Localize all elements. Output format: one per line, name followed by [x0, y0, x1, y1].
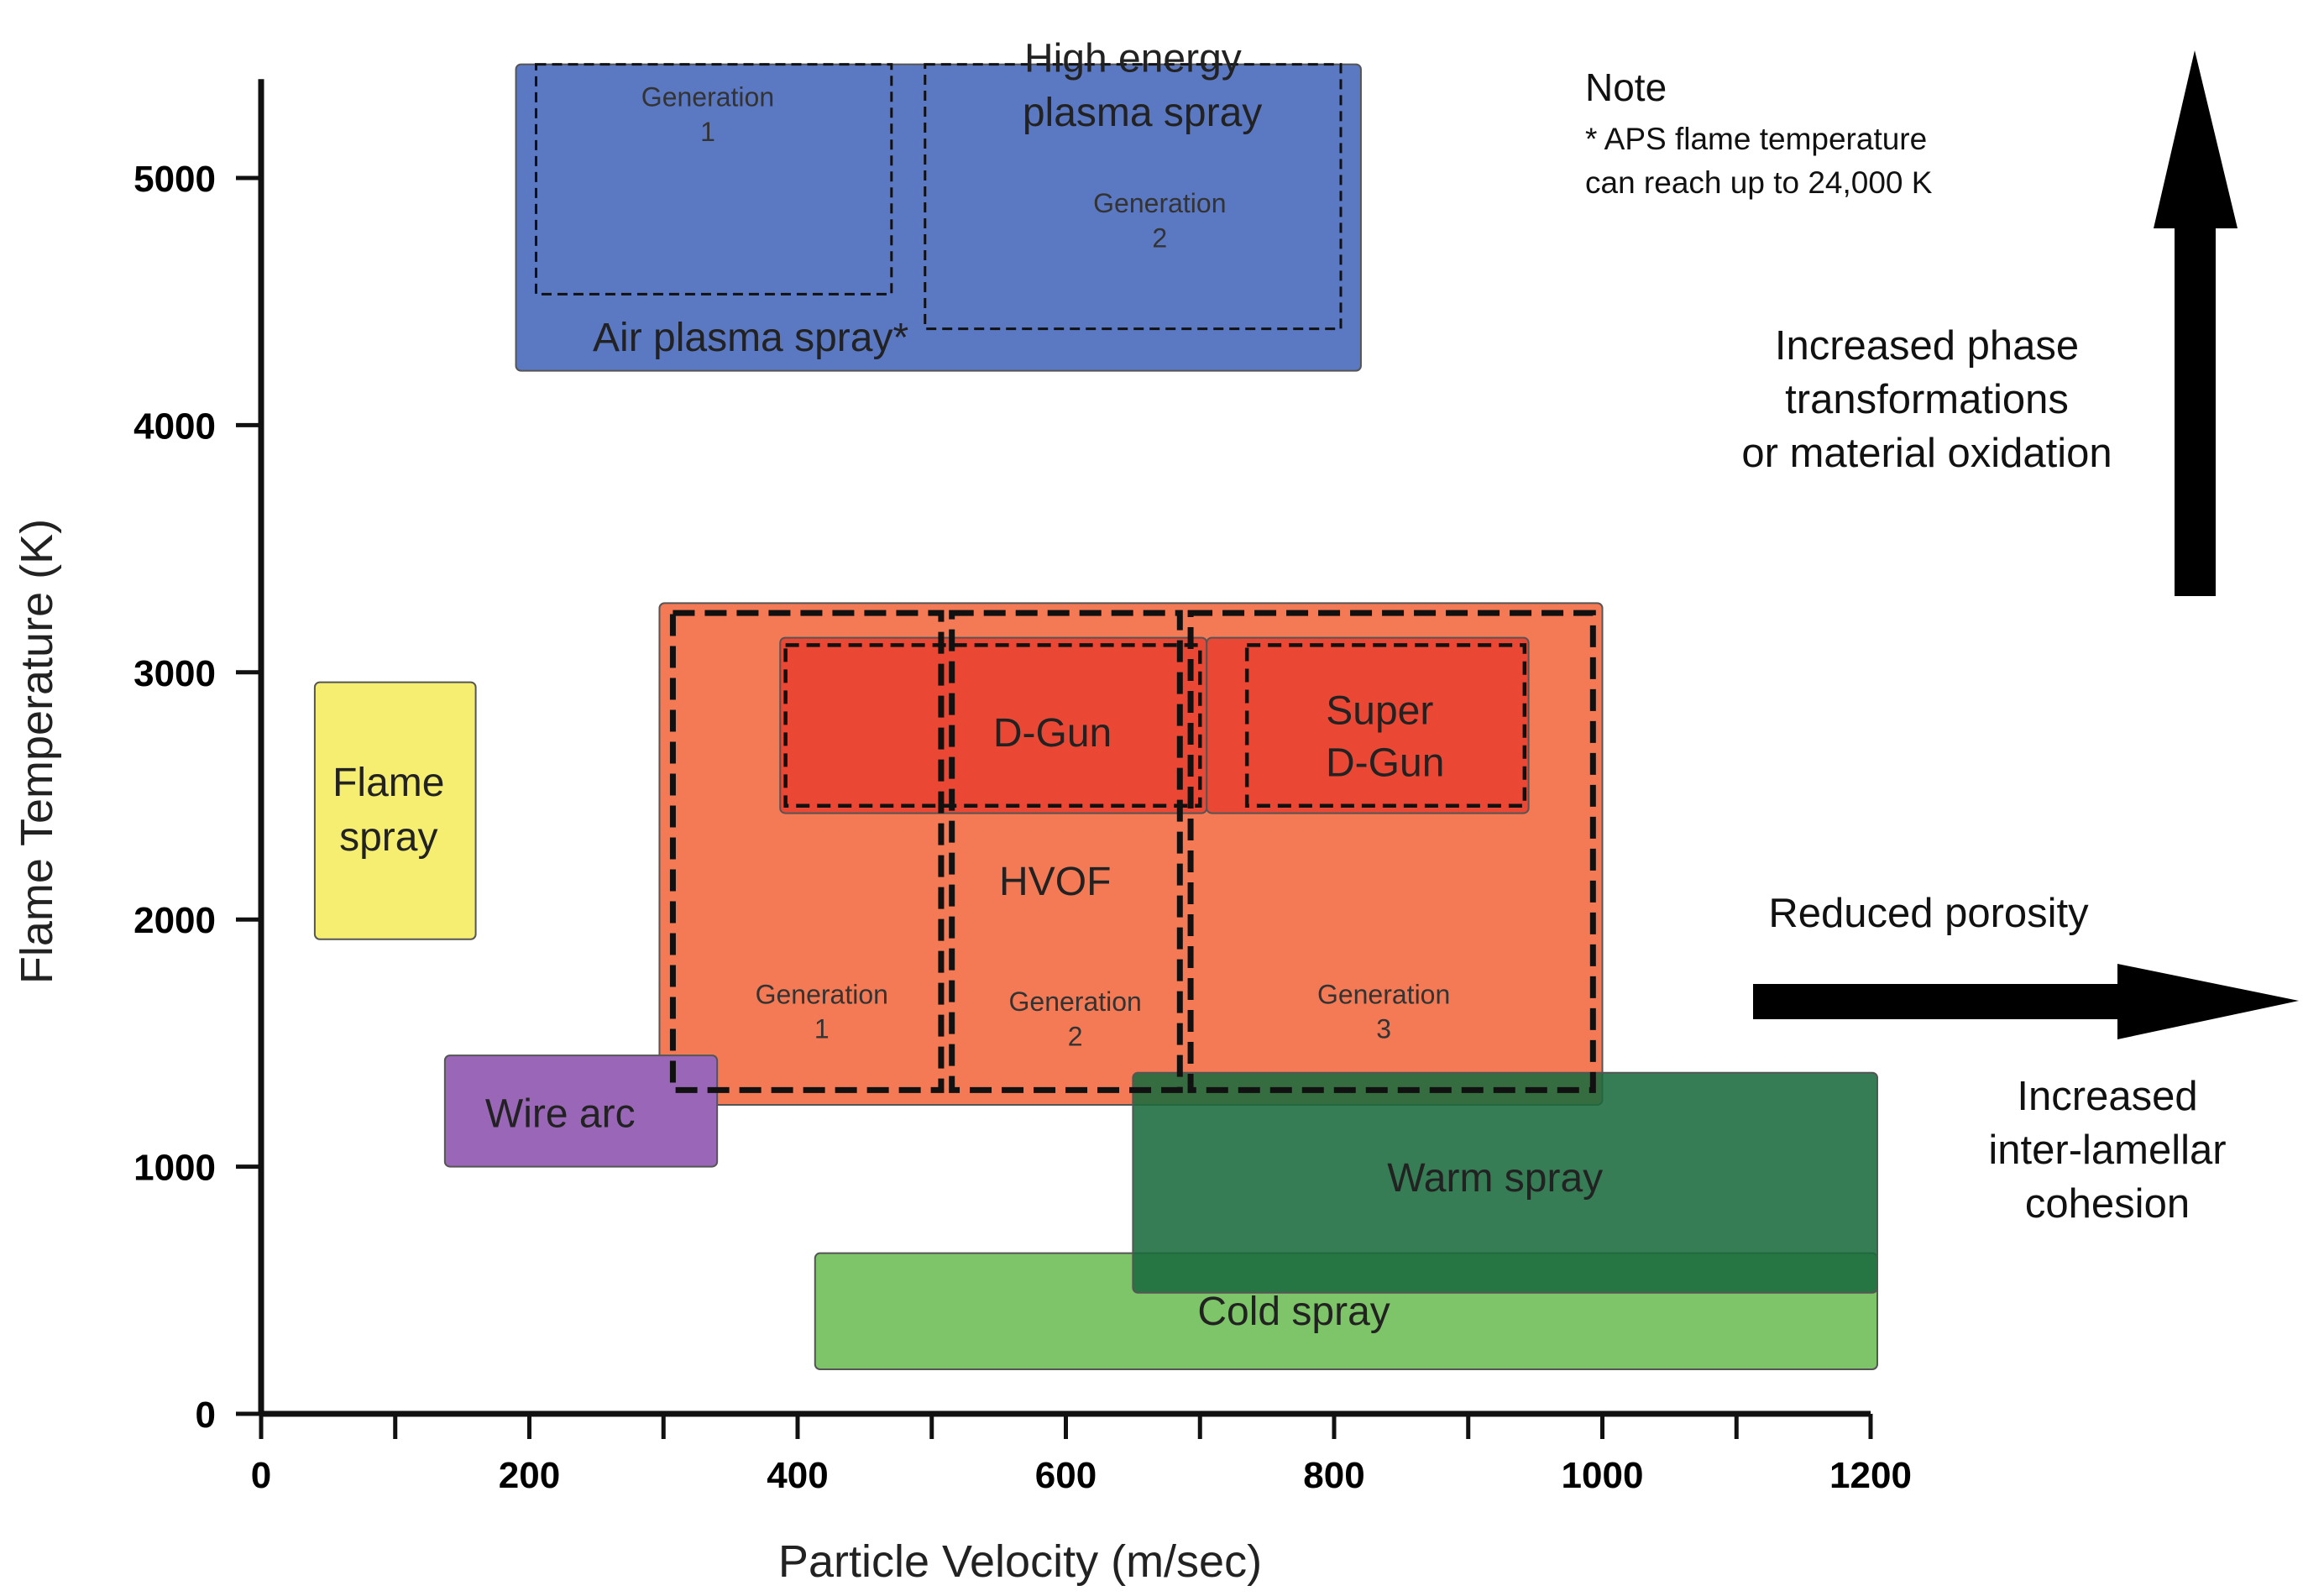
note-line-1: can reach up to 24,000 K	[1585, 165, 1933, 200]
label-hvof-gen1-1: 1	[814, 1014, 830, 1044]
right-arrow-top-text: Reduced porosity	[1768, 891, 2089, 936]
label-wirearc-0: Wire arc	[485, 1091, 636, 1136]
y-tick-label-0: 0	[196, 1395, 216, 1436]
label-aps-gen1-0: Generation	[641, 82, 774, 113]
dashed-boxes-layer	[534, 63, 1596, 1093]
x-tick-label-1000: 1000	[1562, 1455, 1644, 1496]
dashed-box-aps-gen2	[924, 63, 1343, 331]
x-tick-label-200: 200	[499, 1455, 560, 1496]
label-high-energy-1: plasma spray	[1023, 91, 1262, 135]
right-arrow-bottom-text-1: inter-lamellar	[1988, 1128, 2226, 1173]
dashed-box-aps-gen1	[534, 63, 893, 296]
label-hvof-gen2-0: Generation	[1009, 986, 1142, 1017]
y-axis-title: Flame Temperature (K)	[12, 519, 62, 984]
up-arrow-text-2: or material oxidation	[1741, 431, 2112, 476]
x-tick-label-800: 800	[1303, 1455, 1364, 1496]
label-flame-0: Flame	[332, 761, 444, 805]
region-flame	[313, 681, 477, 940]
note-line-0: * APS flame temperature	[1585, 122, 1927, 156]
label-hvof-0: HVOF	[999, 860, 1111, 904]
right-arrow	[1753, 964, 2299, 1039]
label-warm-0: Warm spray	[1387, 1156, 1603, 1201]
dashed-box-dgun-dash	[783, 643, 1202, 808]
dashed-box-hvof-gen3	[1187, 610, 1596, 1093]
x-tick-label-1200: 1200	[1829, 1455, 1912, 1496]
y-tick-label-1000: 1000	[133, 1148, 216, 1189]
label-flame-1: spray	[339, 815, 437, 860]
label-aps-gen1-1: 1	[700, 117, 715, 147]
x-tick-label-0: 0	[251, 1455, 271, 1496]
note-title: Note	[1585, 65, 1667, 109]
region-superdgun	[1206, 636, 1530, 814]
right-arrow-bottom-text-0: Increased	[2017, 1074, 2197, 1119]
label-hvof-gen3-1: 3	[1376, 1014, 1391, 1044]
x-tick-label-400: 400	[767, 1455, 828, 1496]
x-tick-label-600: 600	[1035, 1455, 1097, 1496]
up-arrow	[2154, 50, 2238, 596]
label-cold-0: Cold spray	[1197, 1290, 1390, 1334]
x-axis-title: Particle Velocity (m/sec)	[778, 1536, 1262, 1587]
dashed-box-superdgun-dash	[1244, 643, 1527, 808]
annotations-layer: Particle Velocity (m/sec) Flame Temperat…	[12, 50, 2299, 1587]
up-arrow-text-1: transformations	[1785, 377, 2069, 422]
y-tick-label-2000: 2000	[133, 900, 216, 941]
label-hvof-gen3-0: Generation	[1317, 979, 1450, 1009]
right-arrow-bottom-text-2: cohesion	[2025, 1181, 2190, 1227]
label-dgun-0: D-Gun	[993, 711, 1112, 756]
y-tick-label-4000: 4000	[133, 406, 216, 447]
regions-layer	[313, 63, 1878, 1371]
y-tick-label-3000: 3000	[133, 653, 216, 694]
label-aps-0: Air plasma spray*	[593, 316, 908, 360]
label-aps-gen2-0: Generation	[1093, 188, 1226, 218]
dashed-box-hvof-gen2	[949, 610, 1183, 1093]
label-hvof-gen1-0: Generation	[756, 979, 888, 1009]
region-aps	[515, 63, 1362, 372]
label-hvof-gen2-1: 2	[1068, 1021, 1083, 1051]
label-superdgun-0: Super	[1326, 689, 1433, 734]
region-warm	[1132, 1071, 1878, 1294]
label-high-energy-0: High energy	[1024, 36, 1242, 81]
up-arrow-text-0: Increased phase	[1775, 323, 2079, 369]
dashed-box-hvof-gen1	[669, 610, 945, 1093]
region-wirearc	[443, 1054, 719, 1168]
label-aps-gen2-1: 2	[1152, 222, 1167, 253]
y-tick-label-5000: 5000	[133, 159, 216, 200]
label-superdgun-1: D-Gun	[1326, 740, 1444, 785]
